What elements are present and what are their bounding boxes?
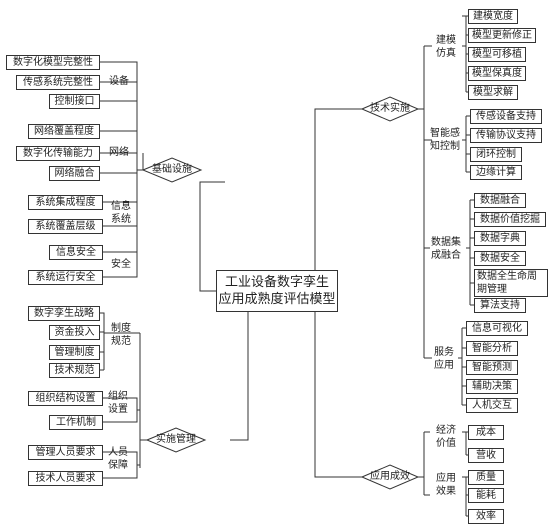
- group-label-network: 网络: [109, 147, 129, 158]
- item-box: 系统覆盖层级: [28, 219, 103, 234]
- group-label-sensing: 智能感 知控制: [430, 128, 460, 152]
- group-label-economic: 经济 价值: [436, 425, 456, 449]
- diamond-infrastructure: [141, 157, 203, 183]
- item-box: 数字化模型完整性: [6, 55, 100, 70]
- branch-label-implementation: 实施管理: [156, 434, 196, 445]
- item-box: 营收: [468, 448, 504, 463]
- diamond-technology: [360, 96, 420, 122]
- item-box: 管理人员要求: [28, 445, 103, 460]
- item-box: 质量: [468, 470, 504, 485]
- group-label-personnel: 人员 保障: [108, 447, 128, 471]
- item-box: 数据安全: [474, 251, 526, 266]
- item-box: 边缘计算: [470, 165, 522, 180]
- item-box: 智能预测: [466, 360, 518, 375]
- branch-label-infrastructure: 基础设施: [152, 164, 192, 175]
- item-box: 成本: [468, 425, 504, 440]
- item-box: 控制接口: [49, 94, 100, 109]
- item-box: 信息安全: [49, 245, 103, 260]
- item-box: 能耗: [468, 488, 504, 503]
- item-box: 传感系统完整性: [16, 75, 100, 90]
- item-box: 算法支持: [474, 298, 526, 313]
- item-box: 系统运行安全: [28, 270, 103, 285]
- diamond-implementation: [145, 427, 207, 453]
- item-box: 系统集成程度: [28, 195, 103, 210]
- item-box: 人机交互: [466, 398, 518, 413]
- item-box: 闭环控制: [470, 147, 522, 162]
- group-label-rules: 制度 规范: [111, 323, 131, 347]
- group-label-modeling: 建模 仿真: [436, 35, 456, 59]
- item-box: 数据字典: [474, 231, 526, 246]
- branch-label-technology: 技术实施: [370, 103, 410, 114]
- item-box: 模型求解: [468, 85, 518, 100]
- item-box: 辅助决策: [466, 379, 518, 394]
- item-box: 传感设备支持: [470, 109, 542, 124]
- item-box: 模型保真度: [468, 66, 526, 81]
- group-label-security: 安全: [111, 259, 131, 270]
- group-label-device: 设备: [109, 76, 129, 87]
- item-box: 网络融合: [49, 166, 100, 181]
- item-box: 传输协议支持: [470, 128, 542, 143]
- item-box: 管理制度: [49, 345, 100, 360]
- item-box: 工作机制: [49, 415, 103, 430]
- item-box: 网络覆盖程度: [28, 124, 100, 139]
- item-box: 模型可移植: [468, 47, 526, 62]
- item-box: 数字化传输能力: [16, 146, 100, 161]
- group-label-organization: 组织 设置: [108, 391, 128, 415]
- group-label-data: 数据集 成融合: [431, 237, 461, 261]
- item-box: 技术规范: [49, 363, 100, 378]
- central-node: 工业设备数字孪生 应用成熟度评估模型: [216, 270, 338, 312]
- item-box: 组织结构设置: [28, 391, 103, 406]
- branch-label-effect: 应用成效: [370, 471, 410, 482]
- item-box: 信息可视化: [466, 321, 528, 336]
- group-label-service: 服务 应用: [434, 347, 454, 371]
- group-label-info-system: 信息 系统: [111, 201, 131, 225]
- item-box: 智能分析: [466, 341, 518, 356]
- item-box: 资金投入: [49, 325, 100, 340]
- item-box: 数字孪生战略: [28, 306, 100, 321]
- diamond-effect: [360, 464, 420, 490]
- group-label-application: 应用 效果: [436, 473, 456, 497]
- item-box: 数据价值挖掘: [474, 212, 546, 227]
- item-box: 效率: [468, 509, 504, 524]
- item-box: 建模宽度: [468, 9, 518, 24]
- item-box: 数据融合: [474, 193, 526, 208]
- item-box: 模型更新修正: [468, 28, 536, 43]
- item-box: 数据全生命周期管理: [474, 269, 548, 297]
- item-box: 技术人员要求: [28, 471, 103, 486]
